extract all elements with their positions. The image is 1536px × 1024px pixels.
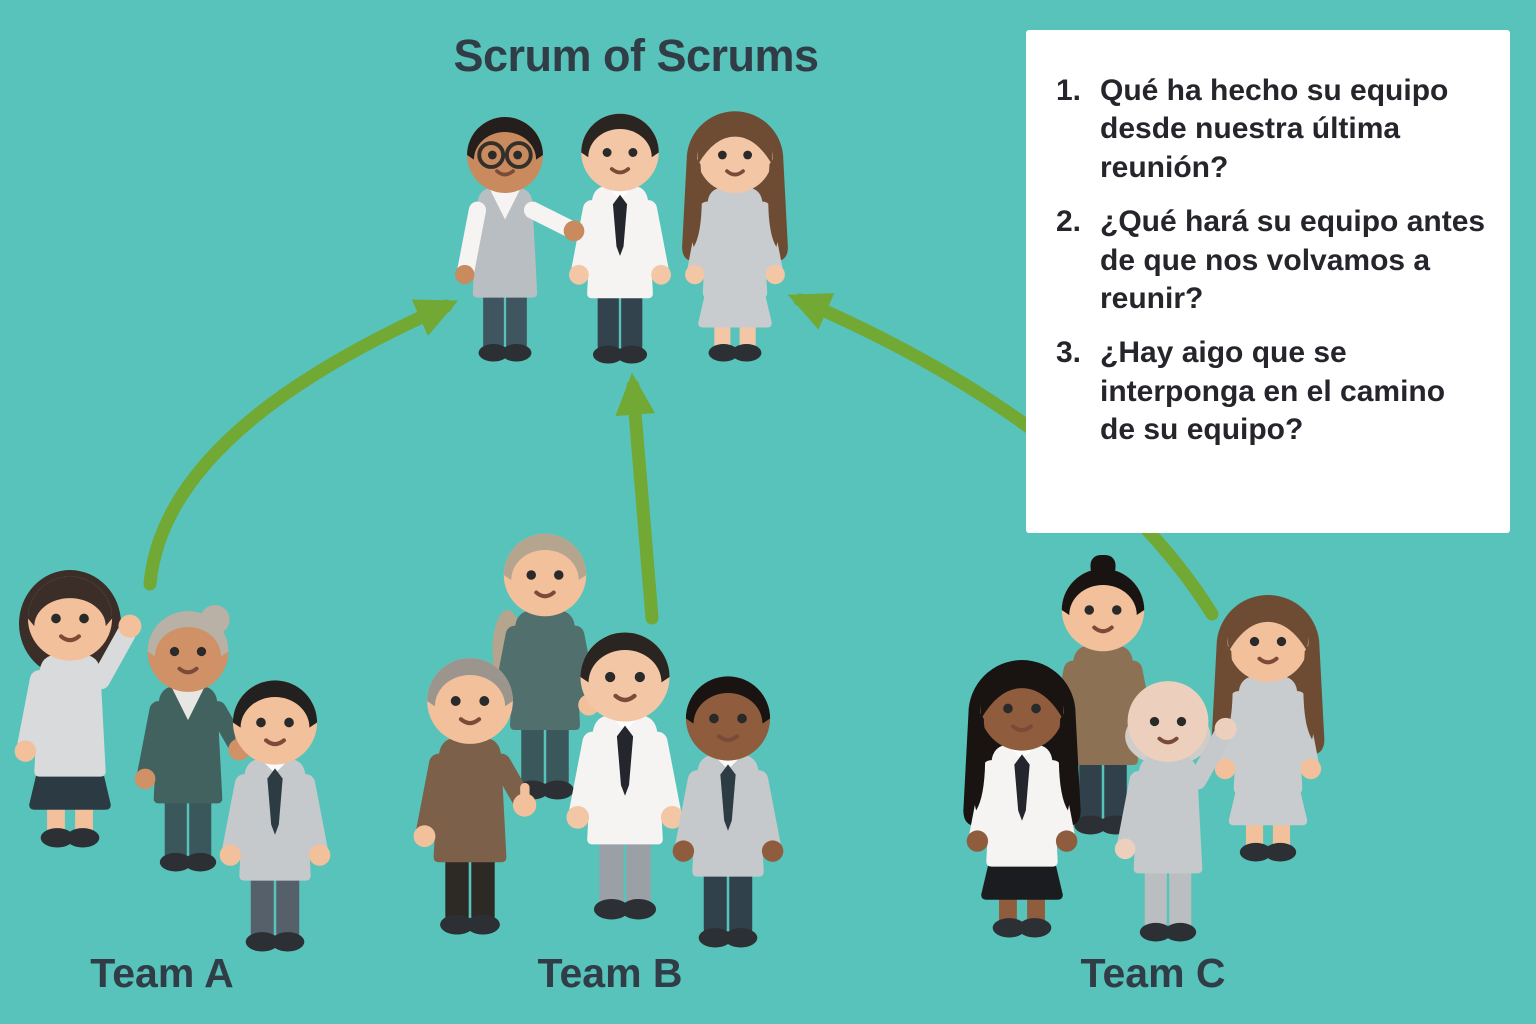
question-item-3: 3. ¿Hay aigo que se interponga en el cam…: [1056, 334, 1486, 449]
question-item-2: 2. ¿Qué hará su equipo antes de que nos …: [1056, 203, 1486, 318]
diagram-title: Scrum of Scrums: [453, 30, 819, 81]
question-item-1: 1. Qué ha hecho su equipo desde nuestra …: [1056, 72, 1486, 187]
question-text: ¿Qué hará su equipo antes de que nos vol…: [1100, 205, 1486, 315]
team-b-label: Team B: [537, 950, 683, 996]
team-a-label: Team A: [90, 950, 234, 996]
question-text: ¿Hay aigo que se interponga en el camino…: [1100, 336, 1446, 447]
arrow-team-b: [615, 372, 659, 625]
team-b-figures: [413, 533, 784, 948]
question-number: 3.: [1056, 336, 1082, 370]
questions-panel: 1. Qué ha hecho su equipo desde nuestra …: [1026, 30, 1510, 533]
arrow-team-a: [143, 299, 459, 591]
team-c-figures: [963, 555, 1325, 942]
scrum-of-scrums-figures: [455, 111, 788, 364]
team-a-figures: [14, 570, 331, 952]
team-c-label: Team C: [1080, 950, 1226, 996]
question-number: 1.: [1056, 74, 1082, 107]
question-number: 2.: [1056, 205, 1082, 239]
question-text: Qué ha hecho su equipo desde nuestra últ…: [1100, 74, 1449, 184]
